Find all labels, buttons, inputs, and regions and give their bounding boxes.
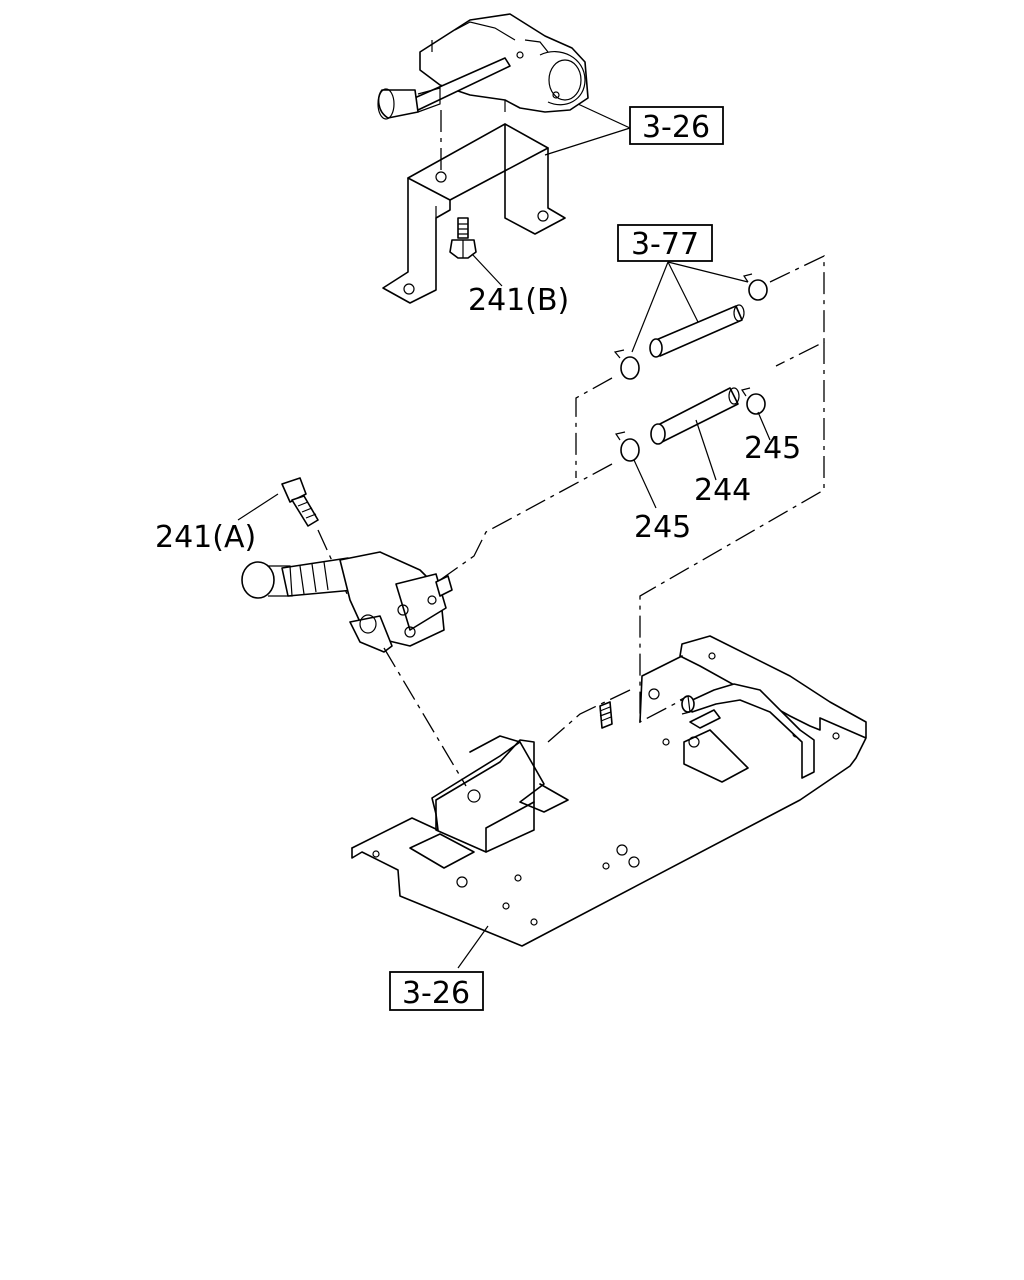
leader-241-b <box>471 253 503 287</box>
ref-label-3-26-bottom: 3-26 <box>402 976 470 1011</box>
centerline-base <box>383 647 467 787</box>
ref-box-3-77: 3-77 <box>617 224 713 262</box>
leader-244 <box>695 419 717 481</box>
label-245-left: 245 <box>634 510 691 545</box>
clamp-upper-right <box>743 273 768 301</box>
route-upper-right <box>769 254 825 367</box>
route-right-down <box>639 342 825 724</box>
ref-box-3-26-top: 3-26 <box>629 106 724 145</box>
label-241-a: 241(A) <box>155 520 256 555</box>
leader-3-26-bottom <box>457 925 489 969</box>
clamp-upper-left <box>613 349 640 380</box>
label-241-b: 241(B) <box>468 283 569 318</box>
ref-label-3-26-top: 3-26 <box>642 110 710 145</box>
route-to-valve <box>439 463 613 581</box>
hose-244 <box>650 387 740 445</box>
leader-245-right <box>757 411 771 441</box>
ref-box-3-26-bottom: 3-26 <box>389 971 484 1011</box>
middle-lever-valve <box>241 551 453 653</box>
leader-3-26-top-b <box>544 127 631 156</box>
route-upper-left <box>575 377 613 478</box>
hose-group-upper <box>613 273 768 380</box>
label-245-right: 245 <box>744 431 801 466</box>
leader-245-left <box>633 459 657 509</box>
bolt-241-b <box>449 217 477 259</box>
upper-bracket <box>382 123 566 304</box>
leader-3-77-a <box>631 261 669 353</box>
clamp-245-right <box>741 387 766 415</box>
base-pipe <box>679 683 815 779</box>
label-244: 244 <box>694 473 751 508</box>
ref-label-3-77: 3-77 <box>631 227 699 262</box>
leader-3-77-c <box>667 261 749 283</box>
upper-lever-valve <box>377 13 589 120</box>
base-plate <box>351 635 867 947</box>
leader-3-77-b <box>667 261 699 323</box>
centerline-valve <box>317 529 349 597</box>
bolt-241-a <box>281 477 319 527</box>
fitting <box>599 701 613 729</box>
route-to-base <box>547 689 631 743</box>
leader-241-a <box>237 493 279 521</box>
clamp-245-left <box>615 431 640 462</box>
leader-3-26-top-a <box>577 103 631 129</box>
